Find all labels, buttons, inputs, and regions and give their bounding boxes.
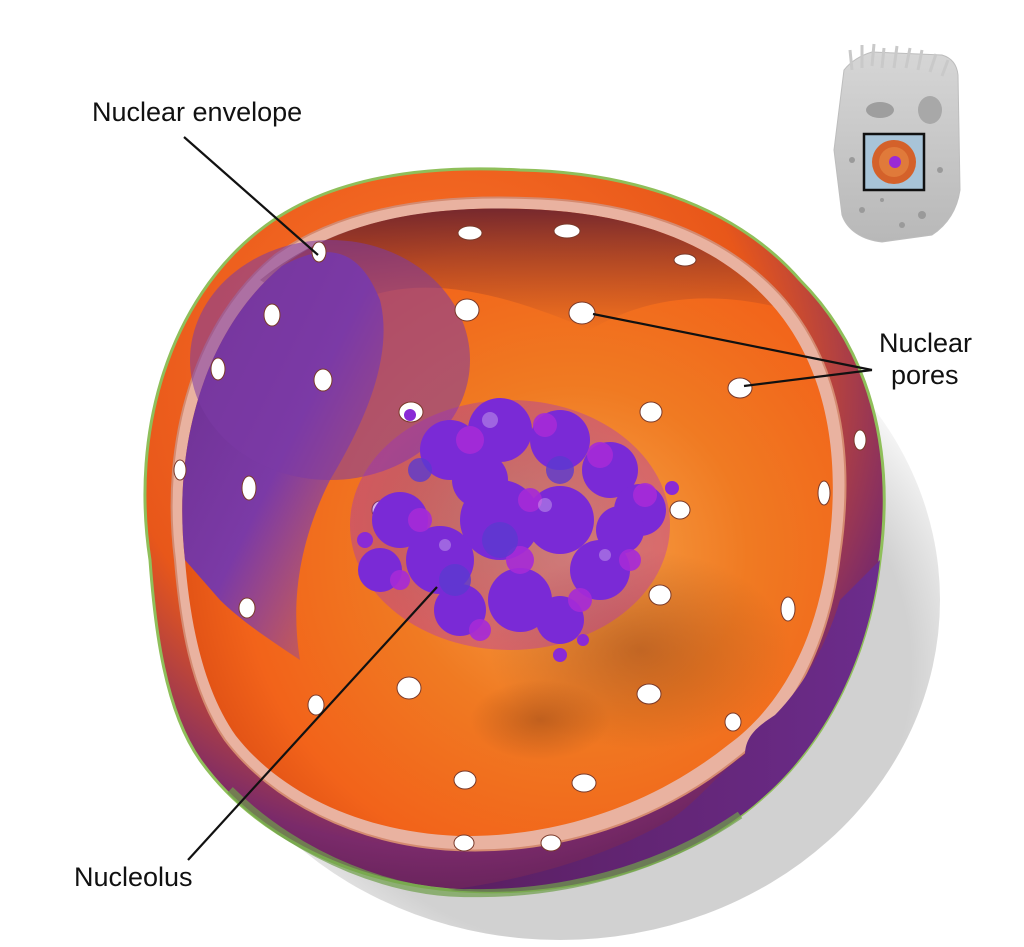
inset-cell-thumbnail — [833, 43, 961, 243]
label-nuclear-pores-line2: pores — [891, 360, 959, 390]
leader-nucleolus — [187, 586, 438, 861]
label-nuclear-pores: Nuclear pores — [879, 327, 972, 391]
leader-pore-2 — [743, 368, 873, 388]
label-nuclear-envelope: Nuclear envelope — [92, 97, 303, 127]
nucleolus — [350, 398, 679, 662]
inset-microvilli — [848, 43, 950, 77]
leader-nuclear-envelope — [183, 136, 319, 256]
leader-lines — [183, 136, 873, 861]
purple-shading — [190, 240, 470, 480]
leader-pore-1 — [592, 312, 873, 372]
top-inner-wall — [260, 208, 773, 330]
label-nuclear-pores-line1: Nuclear — [879, 328, 973, 358]
label-nucleolus: Nucleolus — [74, 862, 193, 892]
lower-right-envelope — [450, 560, 880, 892]
lower-envelope-green-edge — [227, 787, 743, 898]
nuclear-pores — [173, 223, 867, 852]
